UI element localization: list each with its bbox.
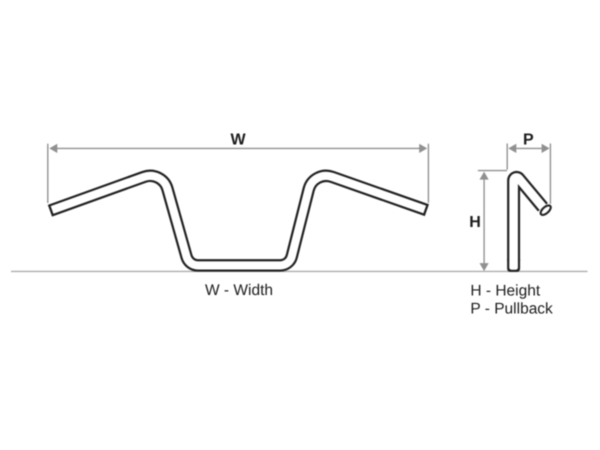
svg-text:P: P xyxy=(523,131,534,148)
svg-text:H: H xyxy=(469,214,481,231)
svg-text:W: W xyxy=(230,131,246,148)
svg-text:P - Pullback: P - Pullback xyxy=(470,301,553,318)
svg-text:W - Width: W - Width xyxy=(205,282,273,299)
svg-text:H - Height: H - Height xyxy=(470,282,540,299)
